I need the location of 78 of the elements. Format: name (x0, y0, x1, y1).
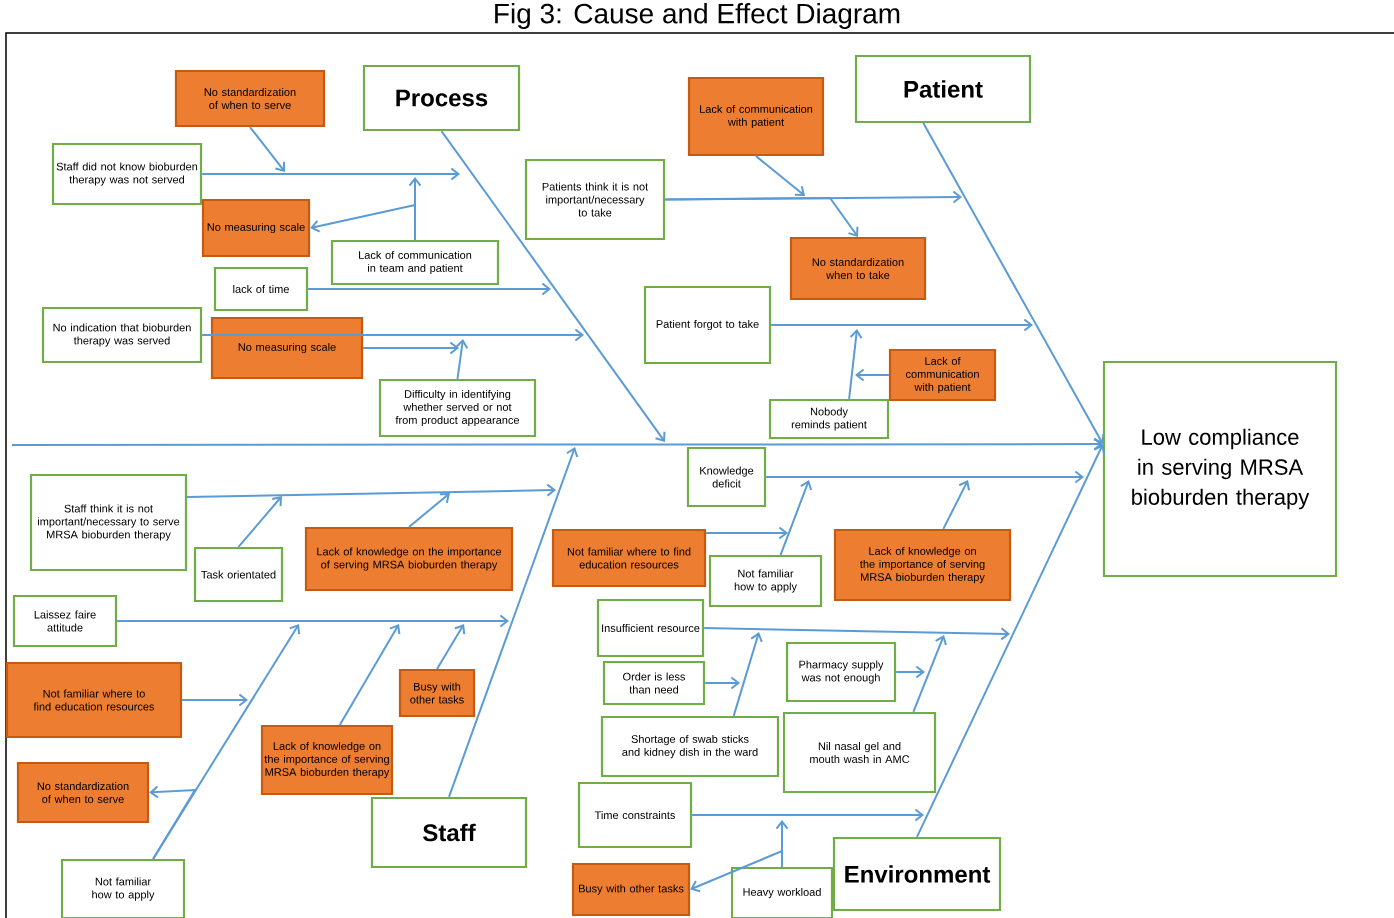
category-box: Environment (832, 836, 1002, 912)
cause-box: Busy with other tasks (398, 668, 476, 718)
cause-box: Task orientated (193, 546, 284, 603)
arrow (755, 155, 805, 196)
cause-box: Lack of knowledge on the importance of serving MRSA bioburden therapy (304, 526, 514, 592)
arrow (770, 318, 1034, 332)
cause-box: Difficulty in identifying whether served or not from product appearance (378, 378, 537, 438)
arrow (201, 328, 584, 342)
arrow (362, 341, 459, 355)
arrow (448, 447, 579, 798)
cause-box: No standardization of when to serve (174, 69, 326, 128)
arrow (704, 676, 740, 690)
arrow (116, 614, 509, 628)
cause-box: Not familiar how to apply (708, 554, 823, 608)
arrow (664, 197, 859, 237)
category-box: Process (362, 64, 521, 132)
cause-box: Knowledge deficit (686, 446, 767, 508)
cause-box: Laissez faire attitude (12, 594, 118, 648)
cause-box: Order is less than need (602, 660, 706, 706)
arrow (408, 493, 450, 528)
cause-box: Nil nasal gel and mouth wash in AMC (782, 711, 937, 794)
arrow (765, 470, 1084, 484)
arrow (201, 167, 460, 181)
cause-box: Time constraints (577, 781, 693, 849)
arrow (895, 665, 926, 679)
arrow (11, 437, 1103, 451)
cause-box: Lack of knowledge on the importance of serving MRSA bioburden therapy (833, 528, 1012, 602)
arrow (440, 130, 666, 442)
cause-box: Not familiar where to find education resources (551, 528, 707, 588)
arrow (436, 624, 466, 670)
arrow (455, 339, 469, 380)
arrow (916, 444, 1106, 838)
cause-box: Patient forgot to take (643, 285, 772, 365)
cause-box: No standardization when to take (789, 236, 927, 301)
cause-box: Not familiar how to apply (60, 858, 186, 918)
arrow (855, 368, 890, 382)
cause-box: Lack of communication with patient (687, 76, 825, 157)
category-box: Staff (370, 796, 528, 869)
cause-box: Heavy workload (730, 866, 834, 918)
effect-box: Low compliance in serving MRSA bioburden therapy (1102, 360, 1338, 578)
arrow (848, 329, 863, 400)
cause-box: Busy with other tasks (571, 862, 691, 917)
arrow (779, 480, 813, 556)
arrow (186, 483, 556, 498)
cause-box: lack of time (213, 266, 309, 312)
cause-box: No measuring scale (210, 316, 364, 380)
arrow (703, 627, 1010, 641)
cause-box: No standardization of when to serve (16, 761, 150, 824)
cause-box: Insufficient resource (596, 598, 705, 658)
arrow (181, 693, 248, 707)
cause-box: Staff did not know bioburden therapy was not served (51, 142, 203, 206)
arrow (732, 632, 763, 717)
arrow (690, 849, 783, 893)
cause-box: Lack of knowledge on the importance of serving MRSA bioburden therapy (260, 724, 394, 796)
arrow (338, 624, 401, 726)
cause-box: No indication that bioburden therapy was served (41, 306, 203, 364)
arrow (152, 624, 301, 860)
cause-box: No measuring scale (201, 198, 311, 258)
arrow (942, 480, 971, 530)
arrow (912, 635, 947, 713)
arrow (249, 126, 286, 172)
cause-box: Not familiar where to find education resources (5, 661, 183, 739)
arrow (237, 496, 282, 548)
arrow (149, 785, 197, 860)
cause-box: Pharmacy supply was not enough (785, 641, 897, 703)
cause-box: Patients think it is not important/necessary to take (524, 158, 666, 241)
arrow (310, 203, 416, 241)
arrow (307, 282, 551, 296)
title: Fig 3: Cause and Effect Diagram (495, 2, 900, 30)
arrow (922, 122, 1105, 445)
cause-box: Staff think it is not important/necessary to serve MRSA bioburden therapy (29, 473, 188, 572)
cause-box: Shortage of swab sticks and kidney dish in the ward (600, 715, 780, 778)
arrow (705, 526, 788, 540)
arrow (691, 808, 925, 822)
cause-box: Nobody reminds patient (768, 398, 890, 440)
category-box: Patient (854, 54, 1032, 124)
cause-box: Lack of communication with patient (888, 348, 997, 402)
cause-box: Lack of communication in team and patient (330, 239, 500, 286)
